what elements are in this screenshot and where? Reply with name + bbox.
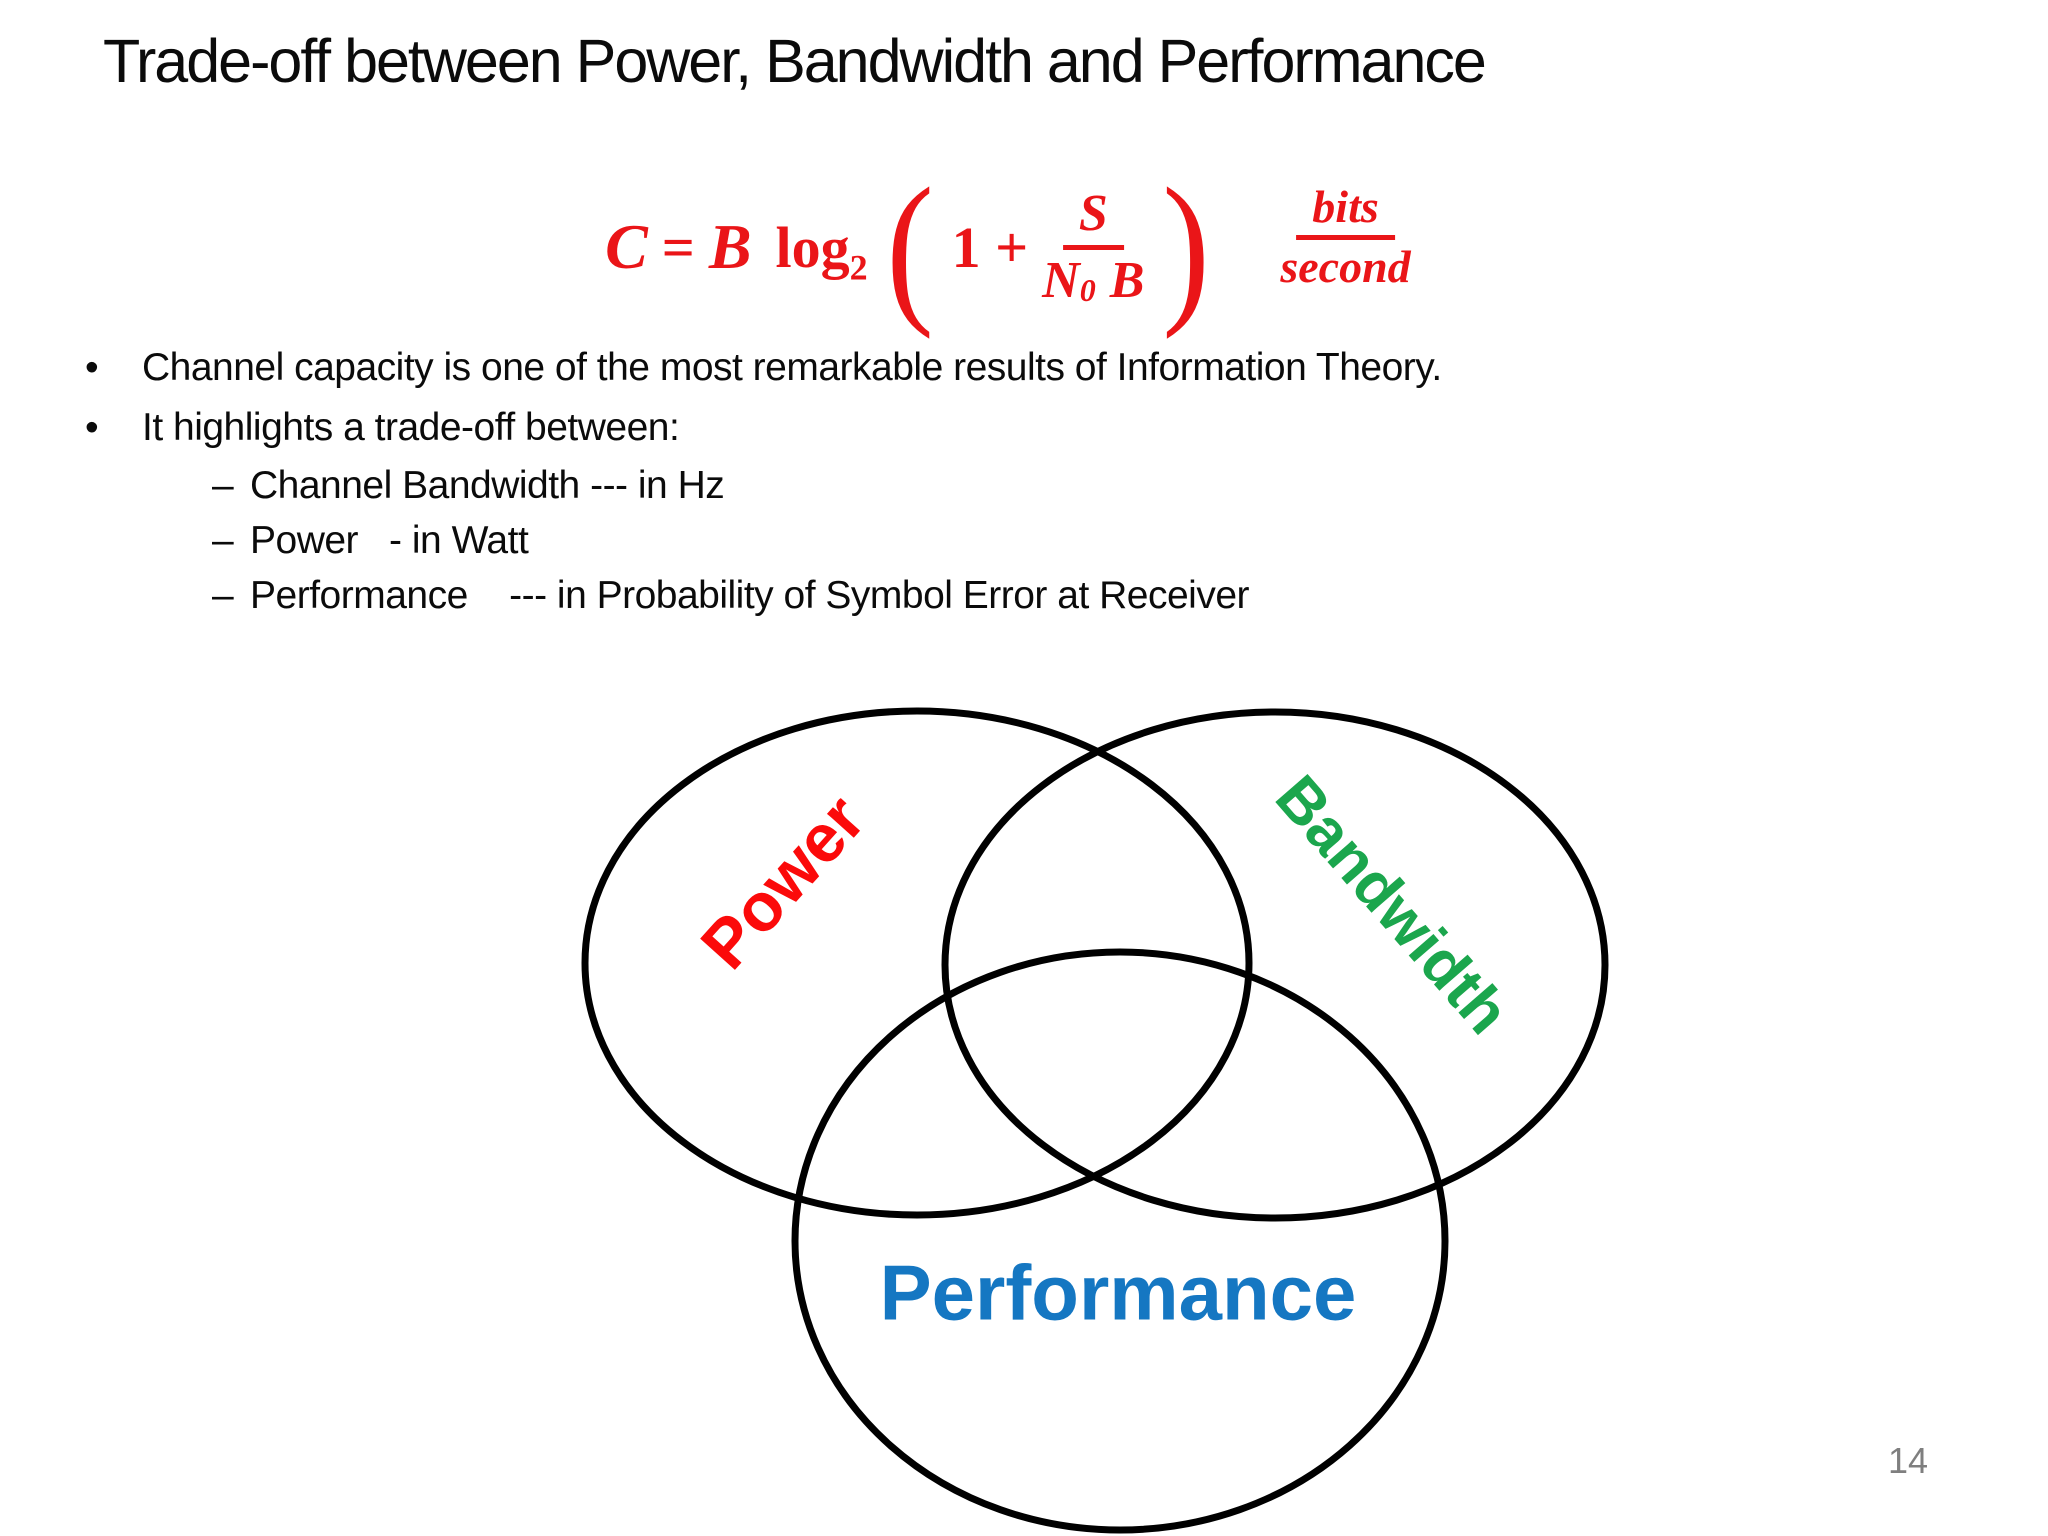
formula-log: log2: [775, 214, 868, 288]
sub-bullet-text: Channel Bandwidth --- in Hz: [250, 464, 725, 507]
formula-capacity-symbol: C: [605, 211, 648, 282]
dash-marker: –: [212, 464, 234, 507]
formula-signal-symbol: S: [1062, 185, 1124, 250]
formula-one-plus: 1 +: [951, 214, 1029, 280]
page-title: Trade-off between Power, Bandwidth and P…: [103, 27, 1487, 95]
bullet-item-tradeoff: • It highlights a trade-off between:: [85, 398, 1965, 458]
bullet-marker: •: [85, 346, 99, 389]
venn-label-performance: Performance: [879, 1248, 1357, 1337]
bullet-marker: •: [85, 406, 99, 449]
sub-bullet-item-performance: – Performance --- in Probability of Symb…: [212, 568, 1965, 623]
bullet-text: Channel capacity is one of the most rema…: [142, 346, 1442, 389]
performance-circle: [791, 948, 1449, 1534]
formula-units-second: second: [1280, 240, 1411, 292]
bullet-list: • Channel capacity is one of the most re…: [85, 338, 1965, 623]
formula-equals: =: [661, 214, 695, 280]
bullet-item-channel-capacity: • Channel capacity is one of the most re…: [85, 338, 1965, 398]
sub-bullet-text: Performance --- in Probability of Symbol…: [250, 574, 1250, 617]
formula-units-bits: bits: [1296, 181, 1395, 240]
power-circle: [581, 707, 1253, 1219]
bullet-text: It highlights a trade-off between:: [142, 406, 680, 449]
formula-close-paren: ): [1162, 153, 1211, 340]
formula-units: bits second: [1280, 181, 1411, 292]
sub-bullet-item-power: – Power - in Watt: [212, 513, 1965, 568]
dash-marker: –: [212, 574, 234, 617]
sub-bullet-text: Power - in Watt: [250, 519, 529, 562]
page-number: 14: [1888, 1440, 1929, 1481]
bandwidth-circle: [941, 708, 1609, 1222]
formula-open-paren: (: [885, 153, 934, 340]
formula-bandwidth-symbol: B: [708, 211, 752, 282]
dash-marker: –: [212, 519, 234, 562]
sub-bullet-item-bandwidth: – Channel Bandwidth --- in Hz: [212, 458, 1965, 513]
